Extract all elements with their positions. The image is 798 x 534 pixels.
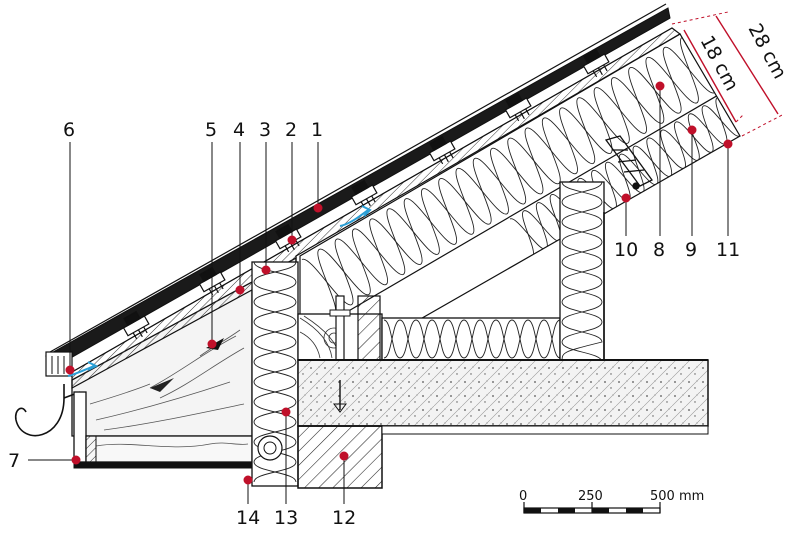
label-5: 5 bbox=[205, 119, 217, 141]
dark-grain-b bbox=[150, 378, 174, 392]
wood-grain bbox=[89, 329, 245, 431]
callouts: 1 2 3 4 5 6 7 8 9 10 bbox=[8, 81, 740, 529]
scale-label-0: 0 bbox=[519, 489, 527, 504]
knee-wall-stud bbox=[559, 181, 605, 365]
marker-4 bbox=[235, 285, 245, 295]
gutter bbox=[14, 384, 81, 437]
label-3: 3 bbox=[259, 119, 271, 141]
marker-5 bbox=[207, 339, 217, 349]
dim-outer-line bbox=[715, 15, 779, 115]
counter-batten-line bbox=[71, 27, 673, 373]
marker-11 bbox=[723, 139, 733, 149]
label-8: 8 bbox=[653, 239, 665, 261]
wall-plate bbox=[297, 295, 383, 409]
marker-7 bbox=[71, 455, 81, 465]
airflow-arrow-eaves bbox=[67, 365, 95, 377]
label-4: 4 bbox=[233, 119, 245, 141]
label-2: 2 bbox=[285, 119, 297, 141]
ceiling-insulation bbox=[381, 317, 561, 361]
label-6: 6 bbox=[63, 119, 75, 141]
eaves-soffit-box bbox=[73, 391, 253, 469]
dim-outer-text: 28 cm bbox=[744, 20, 791, 83]
label-9: 9 bbox=[685, 239, 697, 261]
marker-8 bbox=[655, 81, 665, 91]
label-14: 14 bbox=[236, 507, 260, 529]
rafter-hanger bbox=[604, 135, 653, 190]
label-11: 11 bbox=[716, 239, 740, 261]
airflow-arrows bbox=[67, 205, 372, 377]
concrete-slab bbox=[297, 359, 709, 427]
label-7: 7 bbox=[8, 450, 20, 472]
airflow-arrow-eaves-head bbox=[87, 361, 99, 371]
dim-inner-line bbox=[683, 29, 737, 123]
label-12: 12 bbox=[332, 507, 356, 529]
wall-beam bbox=[297, 425, 709, 489]
marker-1 bbox=[313, 203, 323, 213]
marker-13 bbox=[281, 407, 291, 417]
label-10: 10 bbox=[614, 239, 638, 261]
marker-2 bbox=[287, 235, 297, 245]
marker-14 bbox=[243, 475, 253, 485]
airflow-arrow-upper bbox=[339, 209, 369, 227]
marker-12 bbox=[339, 451, 349, 461]
scale-label-500: 500 mm bbox=[650, 489, 704, 504]
wall-insulation bbox=[251, 261, 299, 487]
marker-10 bbox=[621, 193, 631, 203]
scale-bar: 0 250 500 mm bbox=[519, 489, 704, 514]
label-13: 13 bbox=[274, 507, 298, 529]
marker-6 bbox=[65, 365, 75, 375]
marker-3 bbox=[261, 265, 271, 275]
airflow-arrow-upper-head bbox=[361, 205, 372, 217]
scale-label-250: 250 bbox=[578, 489, 603, 504]
label-1: 1 bbox=[311, 119, 323, 141]
marker-9 bbox=[687, 125, 697, 135]
